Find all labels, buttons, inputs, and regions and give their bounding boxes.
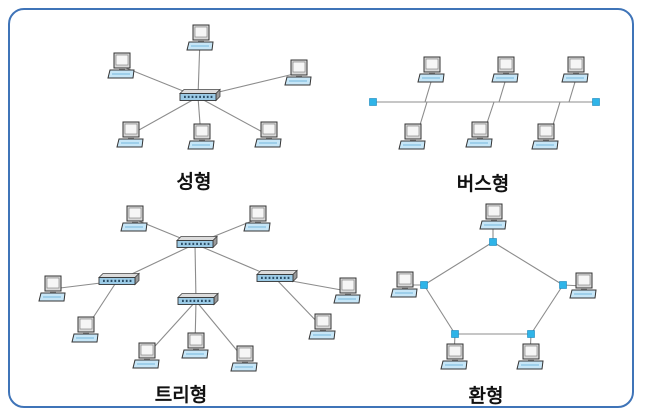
tree-trunk-link — [194, 243, 197, 302]
star-topology-label: 성형 — [176, 171, 212, 193]
bus-terminator-icon — [369, 98, 377, 106]
ring-computer-icon — [479, 203, 507, 230]
ring-link — [423, 241, 494, 286]
ring-computer-icon — [440, 343, 468, 370]
tree-computer-icon — [243, 205, 271, 232]
star-computer-icon — [107, 52, 135, 79]
tree-link — [274, 277, 323, 328]
bus-drop-link — [486, 101, 495, 124]
tree-root-hub-icon — [176, 235, 218, 249]
ring-link — [492, 241, 564, 286]
bus-computer-icon — [417, 56, 445, 83]
tree-computer-icon — [71, 316, 99, 343]
bus-computer-icon — [398, 123, 426, 150]
ring-topology-label: 환형 — [468, 385, 504, 407]
devices-layer — [38, 24, 600, 372]
star-computer-icon — [186, 24, 214, 51]
star-computer-icon — [254, 121, 282, 148]
bus-drop-link — [568, 81, 576, 103]
tree-computer-icon — [120, 205, 148, 232]
tree-link — [195, 300, 245, 360]
ring-link — [423, 284, 456, 335]
ring-node-icon — [559, 281, 567, 289]
tree-computer-icon — [230, 345, 258, 372]
ring-node-icon — [489, 238, 497, 246]
star-hub-icon — [179, 88, 221, 102]
links-layer — [51, 37, 596, 360]
ring-computer-icon — [569, 272, 597, 299]
star-computer-icon — [187, 123, 215, 150]
bus-topology-label: 버스형 — [456, 173, 510, 195]
tree-computer-icon — [308, 313, 336, 340]
star-link — [129, 96, 199, 136]
bus-computer-icon — [531, 123, 559, 150]
ring-link — [530, 284, 564, 335]
star-computer-icon — [116, 121, 144, 148]
bus-drop-link — [419, 101, 428, 126]
bus-terminator-icon — [592, 98, 600, 106]
ring-node-icon — [451, 330, 459, 338]
tree-computer-icon — [38, 275, 66, 302]
star-computer-icon — [284, 59, 312, 86]
ring-node-icon — [527, 330, 535, 338]
ring-node-icon — [420, 281, 428, 289]
tree-hub-icon — [256, 269, 298, 283]
bus-computer-icon — [491, 56, 519, 83]
tree-topology-label: 트리형 — [154, 384, 208, 406]
bus-computer-icon — [561, 56, 589, 83]
tree-computer-icon — [333, 277, 361, 304]
bus-drop-link — [424, 81, 432, 103]
tree-hub-icon — [98, 272, 140, 286]
bus-drop-link — [552, 101, 561, 126]
tree-computer-icon — [181, 332, 209, 359]
star-link — [197, 96, 269, 136]
ring-computer-icon — [390, 271, 418, 298]
bus-computer-icon — [465, 121, 493, 148]
tree-computer-icon — [132, 342, 160, 369]
tree-hub-icon — [177, 292, 219, 306]
ring-computer-icon — [516, 343, 544, 370]
bus-drop-link — [498, 81, 506, 103]
